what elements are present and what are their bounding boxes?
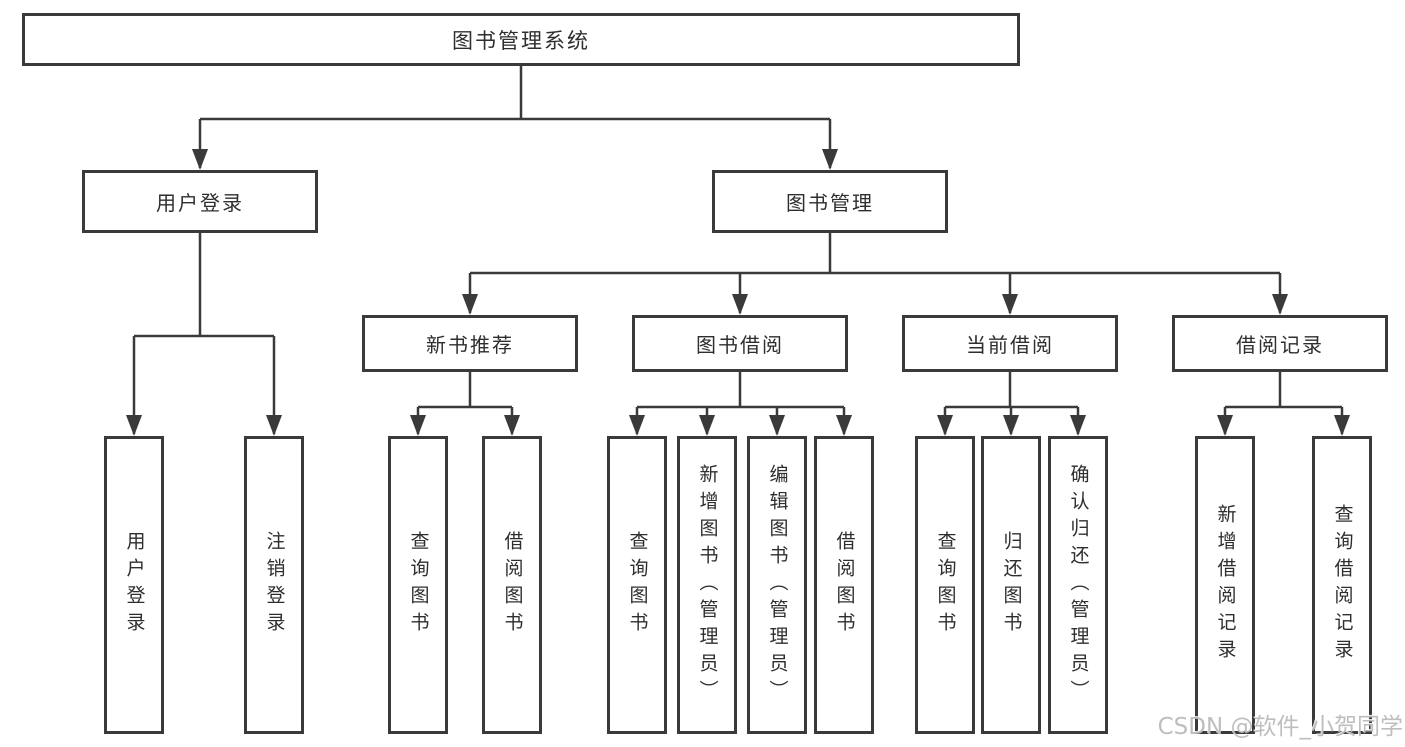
node-label: 借阅图书 [833, 531, 856, 639]
node-current-borrowing: 当前借阅 [902, 315, 1118, 372]
leaf-user-login: 用户登录 [104, 436, 164, 734]
leaf-recommend-borrow-book: 借阅图书 [482, 436, 542, 734]
csdn-watermark: CSDN @软件_小贺同学 [1157, 714, 1403, 740]
node-label: 图书借阅 [696, 333, 784, 357]
node-book-borrowing: 图书借阅 [632, 315, 848, 372]
node-label: 查询图书 [626, 531, 649, 639]
leaf-current-return-book: 归还图书 [981, 436, 1041, 734]
node-label: 新增图书（管理员） [696, 463, 719, 707]
leaf-borrowing-edit-book-admin: 编辑图书（管理员） [747, 436, 807, 734]
node-label: 图书管理系统 [452, 28, 590, 53]
node-label: 归还图书 [1000, 531, 1023, 639]
node-label: 用户登录 [123, 531, 146, 639]
node-label: 当前借阅 [966, 333, 1054, 357]
node-label: 编辑图书（管理员） [766, 463, 789, 707]
connector-borrowing-to-leaves [635, 372, 846, 434]
connector-root-to-level2 [198, 66, 832, 168]
node-label: 借阅图书 [501, 531, 524, 639]
leaf-records-add-record: 新增借阅记录 [1195, 436, 1255, 734]
node-label: 用户登录 [156, 191, 244, 215]
leaf-current-query-book: 查询图书 [915, 436, 975, 734]
connector-newrec-to-leaves [416, 372, 514, 434]
node-label: 确认归还（管理员） [1067, 463, 1090, 707]
leaf-current-confirm-return-admin: 确认归还（管理员） [1048, 436, 1108, 734]
connector-records-to-leaves [1223, 372, 1344, 434]
node-label: 查询图书 [934, 531, 957, 639]
node-book-management: 图书管理 [712, 170, 948, 233]
node-label: 新书推荐 [426, 333, 514, 357]
node-label: 图书管理 [786, 191, 874, 215]
node-label: 查询图书 [407, 531, 430, 639]
node-book-management-system: 图书管理系统 [22, 13, 1020, 66]
leaf-records-query-record: 查询借阅记录 [1312, 436, 1372, 734]
node-label: 借阅记录 [1236, 333, 1324, 357]
node-borrow-records: 借阅记录 [1172, 315, 1388, 372]
leaf-borrowing-add-book-admin: 新增图书（管理员） [677, 436, 737, 734]
connector-bookmgmt-to-level3 [468, 233, 1282, 313]
leaf-recommend-query-book: 查询图书 [388, 436, 448, 734]
leaf-logout: 注销登录 [244, 436, 304, 734]
node-user-login: 用户登录 [82, 170, 318, 233]
node-label: 注销登录 [263, 531, 286, 639]
arrowheads [126, 149, 1350, 436]
node-label: 查询借阅记录 [1331, 504, 1354, 666]
leaf-borrowing-borrow-book: 借阅图书 [814, 436, 874, 734]
node-new-book-recommend: 新书推荐 [362, 315, 578, 372]
leaf-borrowing-query-book: 查询图书 [607, 436, 667, 734]
connector-userlogin-to-leaves [132, 233, 276, 434]
node-label: 新增借阅记录 [1214, 504, 1237, 666]
